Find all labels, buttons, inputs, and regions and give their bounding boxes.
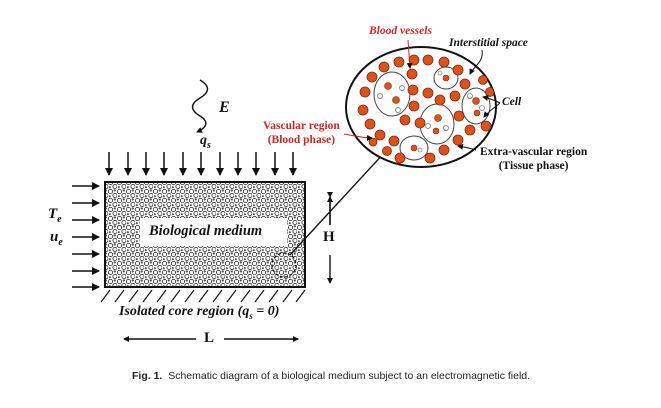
microstructure-zoom <box>345 46 497 168</box>
interstitial-label: Interstitial space <box>449 37 528 49</box>
height-label: H <box>323 229 335 245</box>
sample-region-circle <box>271 252 297 278</box>
annotation-pointers <box>343 39 501 151</box>
biological-medium-block <box>104 181 306 288</box>
velocity-label: ue <box>50 229 63 248</box>
figure-caption: Fig. 1. Schematic diagram of a biologica… <box>132 370 531 382</box>
field-label-E: E <box>219 99 230 116</box>
extravascular-region-label: Extra-vascular region (Tissue phase) <box>480 146 588 172</box>
medium-label: Biological medium <box>149 223 263 239</box>
inflow-arrows <box>72 182 100 291</box>
blood-vessel-particles <box>357 54 495 164</box>
vascular-region-label: Vascular region (Blood phase) <box>263 120 340 146</box>
cell-label: Cell <box>502 96 522 108</box>
core-region-label: Isolated core region (qs = 0) <box>119 304 280 321</box>
temperature-label: Te <box>48 206 62 225</box>
zoom-connector-line <box>289 151 386 256</box>
em-wave-arrow <box>191 79 209 133</box>
blood-vessels-label: Blood vessels <box>369 25 432 37</box>
insulated-bottom-hatch <box>100 286 306 303</box>
heat-flux-arrows <box>105 152 297 176</box>
heat-flux-label: qs <box>200 133 211 151</box>
medium-label-box <box>140 218 287 246</box>
length-label: L <box>204 330 215 346</box>
